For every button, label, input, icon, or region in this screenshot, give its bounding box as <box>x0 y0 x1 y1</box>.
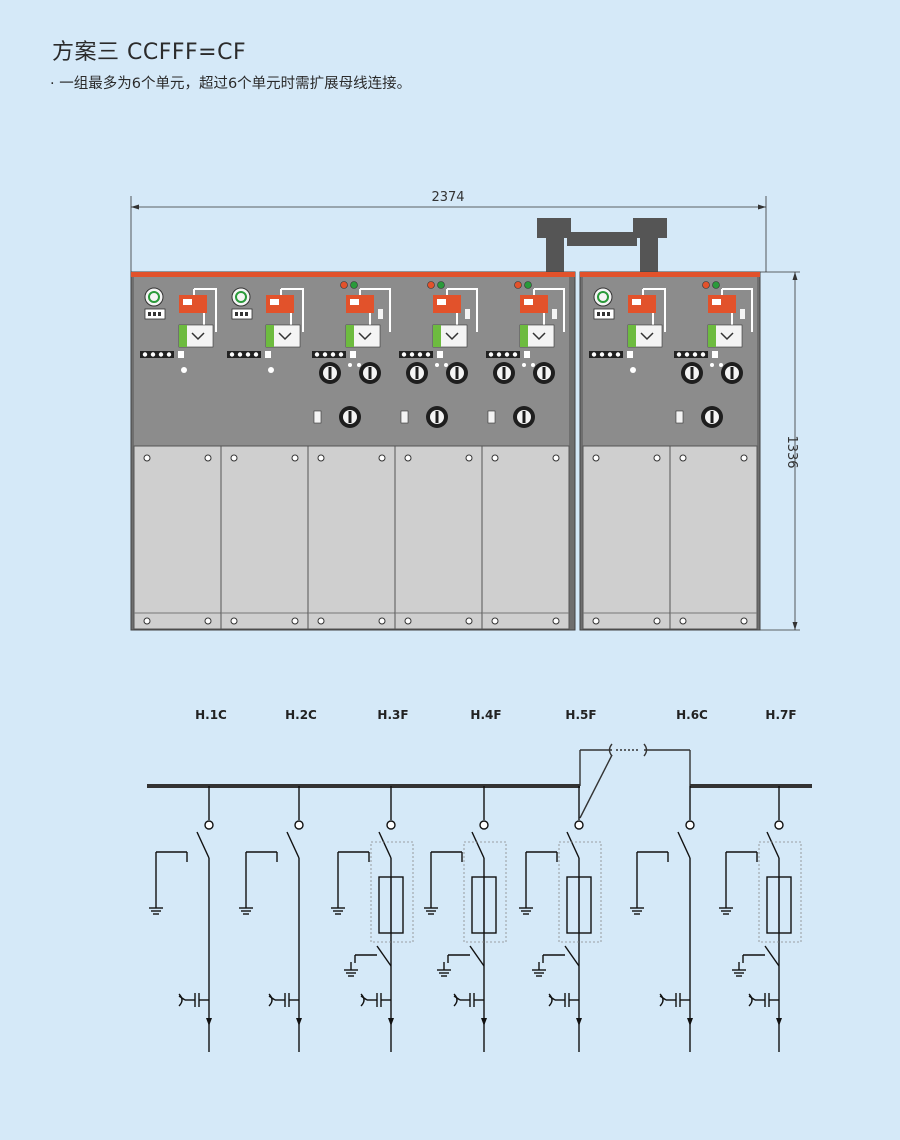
unit-label: H.3F <box>377 708 408 722</box>
page-title: 方案三 CCFFF=CF <box>52 40 247 65</box>
bus-coupling <box>579 743 691 819</box>
width-dimension: 2374 <box>130 190 767 272</box>
cabinet-4-f <box>394 276 483 630</box>
page-note: · 一组最多为6个单元，超过6个单元时需扩展母线连接。 <box>50 76 412 92</box>
cabinet-2-c <box>220 276 309 630</box>
height-dimension: 1336 <box>760 271 800 631</box>
extension-busbar <box>537 218 667 272</box>
width-dimension-value: 2374 <box>431 190 464 205</box>
cabinet-5-f <box>481 276 570 630</box>
sld-unit-h2c: H.2C <box>238 708 317 1052</box>
sld-unit-h5f: H.5F <box>518 708 602 1052</box>
cabinet-group-2 <box>579 271 761 631</box>
sld-unit-h6c: H.6C <box>629 708 708 1052</box>
cabinet-3-f <box>307 276 396 630</box>
sld-unit-h3f: H.3F <box>330 708 414 1052</box>
unit-label: H.6C <box>676 708 708 722</box>
cabinet-6-c <box>582 276 671 630</box>
cabinet-7-f <box>669 276 758 630</box>
sld-unit-h4f: H.4F <box>423 708 507 1052</box>
height-dimension-value: 1336 <box>784 435 799 468</box>
single-line-diagram: H.1C H.2C H.3F H.4F H.5F H.6C H.7F <box>147 708 812 1052</box>
unit-label: H.4F <box>470 708 501 722</box>
cabinet-group-1 <box>130 271 576 631</box>
unit-label: H.7F <box>765 708 796 722</box>
unit-label: H.2C <box>285 708 317 722</box>
sld-unit-h7f: H.7F <box>718 708 802 1052</box>
cabinet-1-c <box>133 276 222 630</box>
unit-label: H.1C <box>195 708 227 722</box>
sld-unit-h1c: H.1C <box>148 708 227 1052</box>
unit-label: H.5F <box>565 708 596 722</box>
